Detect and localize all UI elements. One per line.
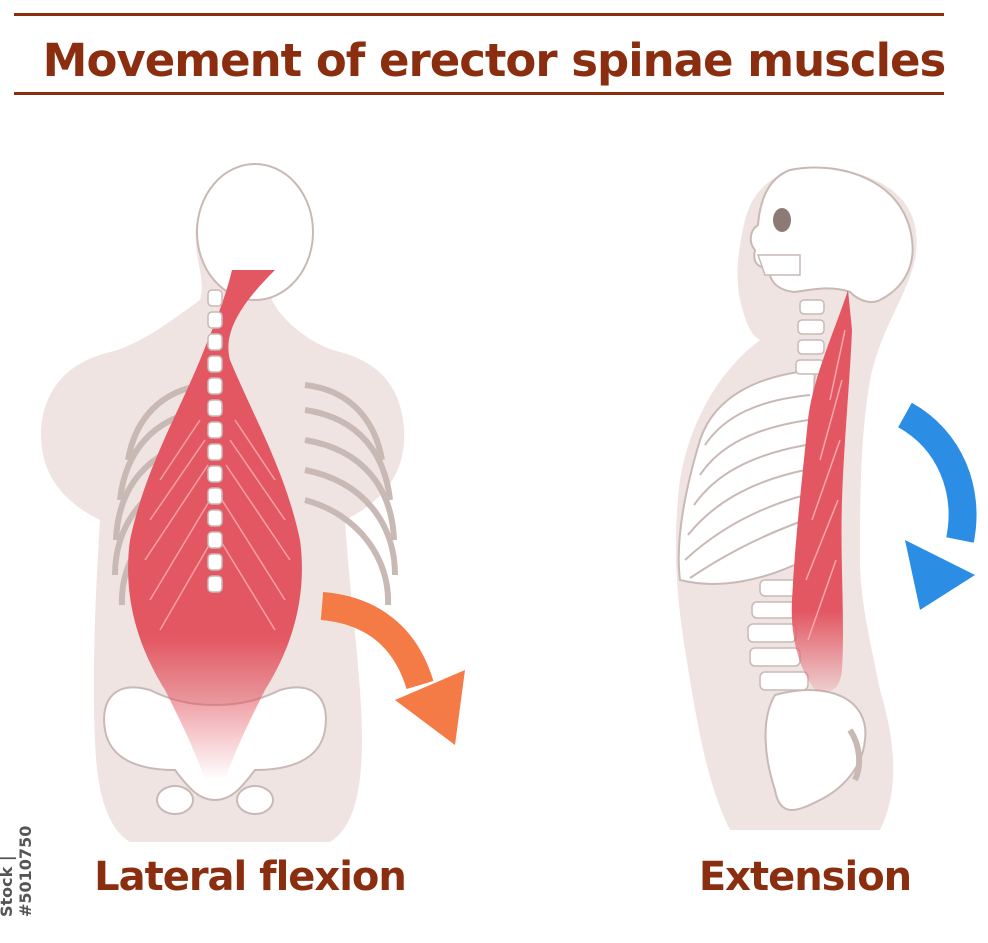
side-view-figure bbox=[675, 166, 977, 830]
lateral-flexion-arrow bbox=[320, 592, 434, 690]
extension-arrowhead bbox=[905, 540, 975, 610]
side-watermark: Stock | #5010750 bbox=[0, 825, 35, 917]
side-spine bbox=[747, 299, 825, 691]
eye-socket bbox=[773, 208, 791, 232]
title-underline bbox=[14, 92, 944, 95]
top-rule bbox=[14, 13, 944, 16]
back-spine bbox=[207, 289, 223, 593]
back-view-figure bbox=[41, 163, 465, 842]
caption-lateral-flexion: Lateral flexion bbox=[94, 854, 407, 900]
extension-arrow bbox=[897, 402, 977, 543]
side-muscle-fibres bbox=[805, 329, 846, 641]
side-pelvis bbox=[764, 689, 867, 811]
back-muscle-fibres bbox=[144, 419, 291, 631]
caption-extension: Extension bbox=[698, 854, 912, 900]
lateral-flexion-arrowhead bbox=[395, 670, 465, 745]
back-skull bbox=[196, 163, 314, 301]
side-ribcage bbox=[677, 368, 817, 585]
diagram-title: Movement of erector spinae muscles bbox=[42, 34, 947, 87]
